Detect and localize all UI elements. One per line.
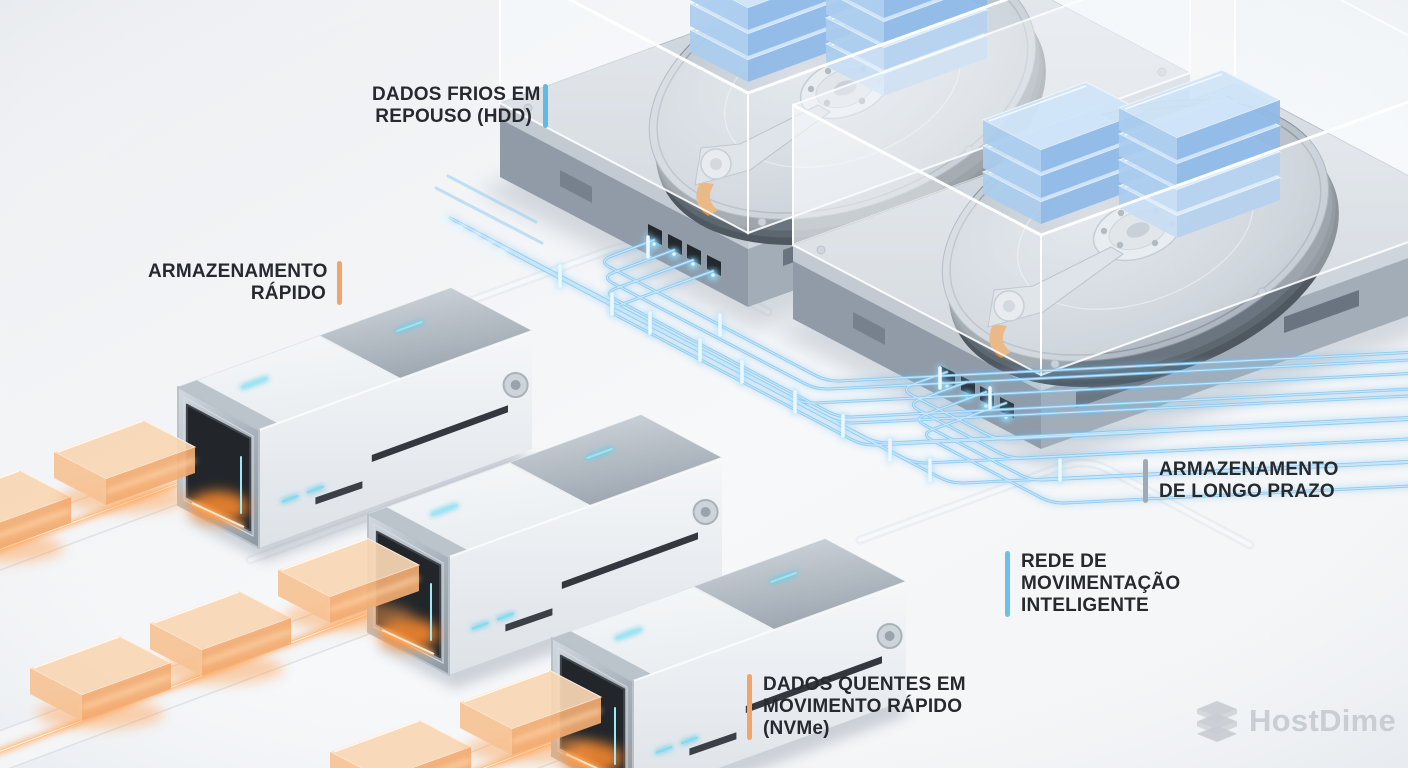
label-smart-network-line: INTELIGENTE	[1021, 595, 1149, 616]
stacked-layers-icon	[1196, 700, 1238, 742]
accent-bar-network	[1005, 551, 1010, 617]
label-cold-data-line: DADOS FRIOS EM	[372, 84, 541, 105]
label-smart-network: REDE DE MOVIMENTAÇÃO INTELIGENTE	[1005, 551, 1180, 617]
smart-network-traces	[434, 174, 1408, 507]
label-long-term-line: ARMAZENAMENTO	[1159, 459, 1339, 480]
label-long-term-storage: ARMAZENAMENTO DE LONGO PRAZO	[1143, 459, 1339, 503]
label-fast-storage: ARMAZENAMENTO RÁPIDO	[148, 261, 342, 305]
label-hot-data: DADOS QUENTES EM MOVIMENTO RÁPIDO (NVMe)	[747, 674, 966, 740]
label-fast-storage-line: ARMAZENAMENTO	[148, 261, 328, 282]
hostdime-logo: HostDime	[1194, 700, 1396, 742]
logo-text: HostDime	[1249, 703, 1397, 738]
label-fast-storage-line: RÁPIDO	[250, 283, 326, 304]
label-smart-network-line: REDE DE	[1021, 551, 1107, 572]
accent-bar-cold	[543, 84, 548, 128]
accent-bar-long-term	[1143, 459, 1148, 503]
accent-bar-hot	[747, 674, 752, 740]
label-hot-data-line: MOVIMENTO RÁPIDO	[763, 696, 963, 717]
label-hot-data-line: (NVMe)	[763, 718, 830, 739]
accent-bar-fast	[337, 261, 342, 305]
label-hot-data-line: DADOS QUENTES EM	[763, 674, 966, 695]
label-cold-data-line: REPOUSO (HDD)	[375, 106, 532, 127]
label-long-term-line: DE LONGO PRAZO	[1159, 481, 1335, 502]
label-cold-data: DADOS FRIOS EM REPOUSO (HDD)	[372, 84, 548, 128]
label-smart-network-line: MOVIMENTAÇÃO	[1021, 573, 1181, 594]
